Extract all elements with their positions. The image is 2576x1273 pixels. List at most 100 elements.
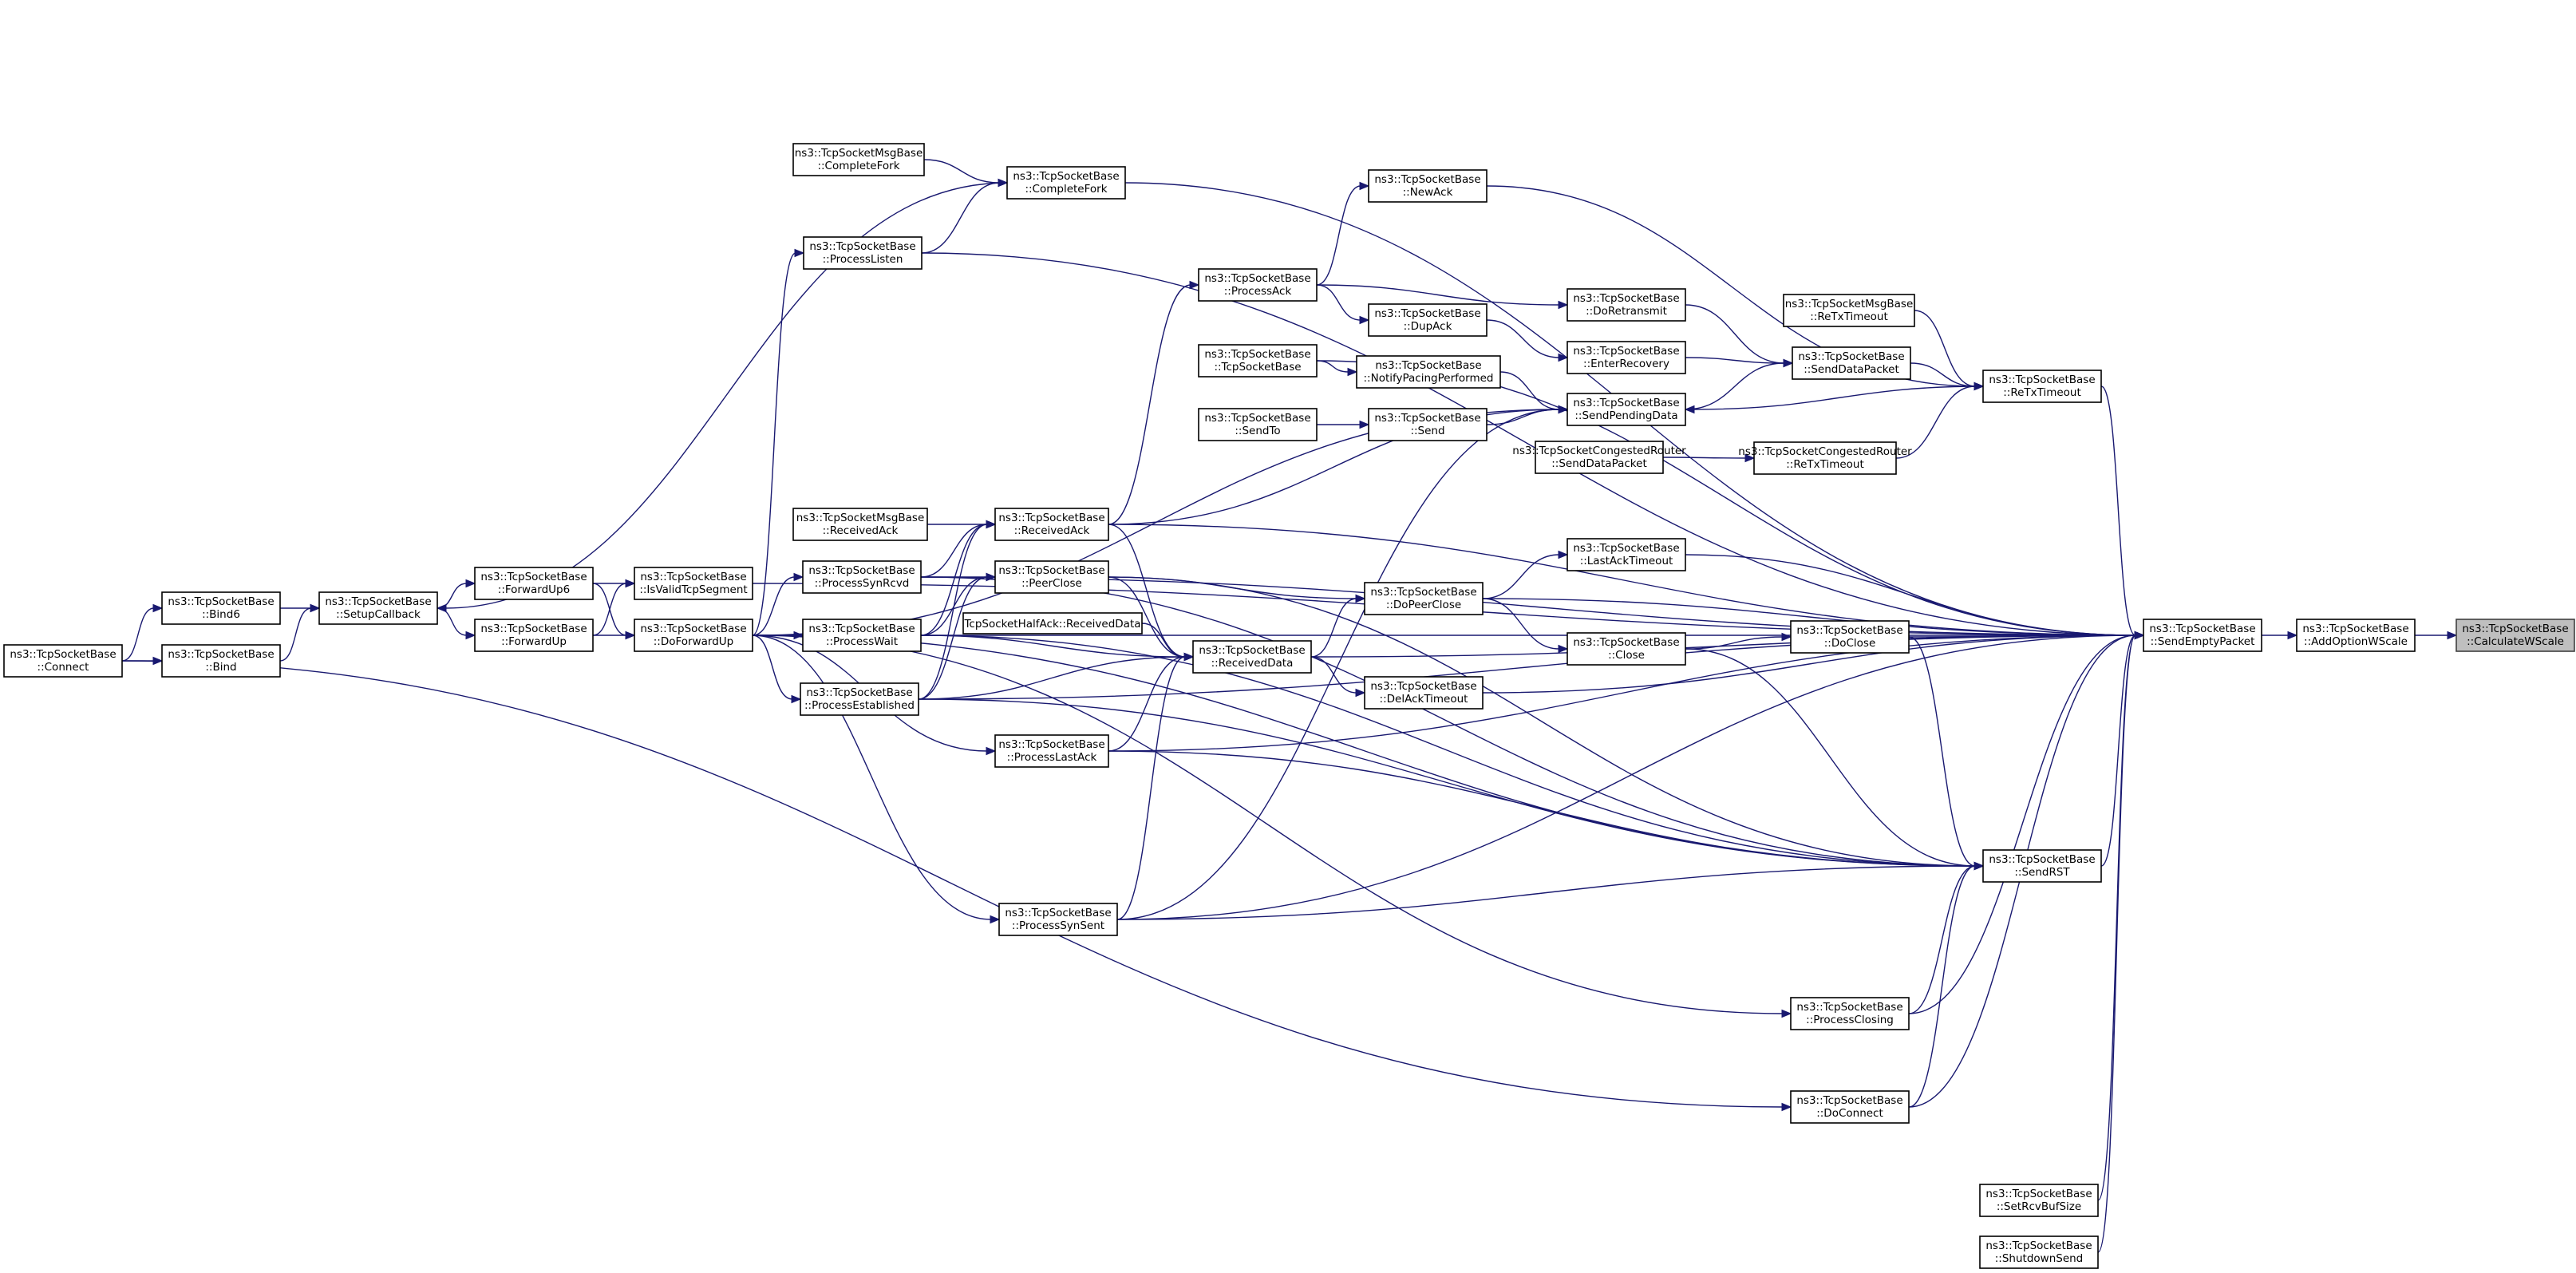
edge-line	[1310, 656, 1357, 694]
node-box	[474, 619, 594, 652]
arrowhead-icon	[986, 746, 997, 756]
node-processestablished[interactable]: ns3::TcpSocketBase::ProcessEstablished	[800, 682, 919, 716]
edge-line	[1108, 524, 1186, 658]
edge-line	[1482, 598, 1560, 650]
node-processsynsent[interactable]: ns3::TcpSocketBase::ProcessSynSent	[998, 903, 1118, 936]
node-fwdup[interactable]: ns3::TcpSocketBase::ForwardUp	[474, 619, 594, 652]
node-method-label: ::ProcessLastAck	[1007, 751, 1097, 764]
node-shutdownsend[interactable]: ns3::TcpSocketBase::ShutdownSend	[1979, 1235, 2099, 1269]
node-processlisten[interactable]: ns3::TcpSocketBase::ProcessListen	[803, 236, 923, 270]
node-delacktimeout[interactable]: ns3::TcpSocketBase::DelAckTimeout	[1364, 676, 1484, 710]
edge-line	[279, 607, 312, 662]
node-sendpending[interactable]: ns3::TcpSocketBase::SendPendingData	[1567, 393, 1686, 426]
node-connect[interactable]: ns3::TcpSocketBase::Connect	[3, 644, 123, 678]
edge-line	[1908, 636, 1976, 867]
edge-line	[918, 524, 988, 700]
edge-fwdup6-to-dofwdup	[592, 583, 636, 640]
node-class-label: ns3::TcpSocketBase	[168, 595, 274, 608]
node-peerclose[interactable]: ns3::TcpSocketBase::PeerClose	[994, 560, 1109, 594]
node-close[interactable]: ns3::TcpSocketBase::Close	[1567, 632, 1686, 666]
node-bind[interactable]: ns3::TcpSocketBase::Bind	[161, 644, 281, 678]
node-crsenddata[interactable]: ns3::TcpSocketCongestedRouter::SendDataP…	[1512, 441, 1686, 474]
node-doconnect[interactable]: ns3::TcpSocketBase::DoConnect	[1790, 1090, 1910, 1124]
node-sendempty[interactable]: ns3::TcpSocketBase::SendEmptyPacket	[2143, 619, 2262, 652]
node-addoptionwscale[interactable]: ns3::TcpSocketBase::AddOptionWScale	[2296, 619, 2416, 652]
edge-fwdup-to-dofwdup	[593, 631, 636, 640]
node-processack[interactable]: ns3::TcpSocketBase::ProcessAck	[1198, 268, 1318, 302]
node-send[interactable]: ns3::TcpSocketBase::Send	[1368, 408, 1488, 441]
node-box	[1790, 620, 1910, 654]
edge-dofwdup-to-processsynsent	[752, 635, 1001, 924]
edge-line	[1108, 284, 1191, 525]
node-sendrst[interactable]: ns3::TcpSocketBase::SendRST	[1982, 849, 2102, 883]
node-processwait[interactable]: ns3::TcpSocketBase::ProcessWait	[802, 619, 922, 652]
edge-line	[920, 635, 1186, 658]
node-processclosing[interactable]: ns3::TcpSocketBase::ProcessClosing	[1790, 997, 1910, 1030]
node-method-label: ::TcpSocketBase	[1214, 361, 1301, 374]
node-box	[994, 734, 1109, 768]
node-method-label: ::CompleteFork	[817, 160, 899, 172]
node-class-label: ns3::TcpSocketCongestedRouter	[1512, 445, 1686, 457]
node-newack[interactable]: ns3::TcpSocketBase::NewAck	[1368, 169, 1488, 203]
node-doclose[interactable]: ns3::TcpSocketBase::DoClose	[1790, 620, 1910, 654]
node-halfack[interactable]: TcpSocketHalfAck::ReceivedData	[962, 612, 1143, 635]
edge-sendempty-to-addoptionwscale	[2262, 631, 2298, 640]
node-method-label: ::Close	[1608, 649, 1645, 662]
node-msgretx[interactable]: ns3::TcpSocketMsgBase::ReTxTimeout	[1783, 294, 1915, 327]
node-dofwdup[interactable]: ns3::TcpSocketBase::DoForwardUp	[634, 619, 753, 652]
node-dupack[interactable]: ns3::TcpSocketBase::DupAck	[1368, 303, 1488, 337]
node-dopeerclose[interactable]: ns3::TcpSocketBase::DoPeerClose	[1364, 582, 1484, 615]
edge-line	[2100, 385, 2136, 636]
edge-line	[1662, 457, 1747, 459]
node-box	[1364, 582, 1484, 615]
node-class-label: ns3::TcpSocketBase	[806, 686, 912, 699]
arrowhead-icon	[2134, 631, 2145, 640]
node-processlastack[interactable]: ns3::TcpSocketBase::ProcessLastAck	[994, 734, 1109, 768]
node-box	[1567, 632, 1686, 666]
node-box	[1535, 441, 1664, 474]
edge-line	[1685, 362, 1785, 410]
node-processsynrcvd[interactable]: ns3::TcpSocketBase::ProcessSynRcvd	[802, 560, 922, 594]
arrowhead-icon	[1558, 353, 1569, 362]
node-msgcompletefork[interactable]: ns3::TcpSocketMsgBase::CompleteFork	[792, 143, 925, 176]
node-method-label: ::ProcessListen	[823, 253, 903, 266]
node-notifypacing[interactable]: ns3::TcpSocketBase::NotifyPacingPerforme…	[1356, 355, 1501, 389]
node-fwdup6[interactable]: ns3::TcpSocketBase::ForwardUp6	[474, 567, 594, 600]
node-completefork[interactable]: ns3::TcpSocketBase::CompleteFork	[1006, 166, 1126, 200]
edge-dofwdup-to-processlisten	[752, 248, 805, 636]
node-setrcvbuf[interactable]: ns3::TcpSocketBase::SetRcvBufSize	[1979, 1184, 2099, 1217]
node-bind6[interactable]: ns3::TcpSocketBase::Bind6	[161, 591, 281, 625]
node-retxtimeout[interactable]: ns3::TcpSocketBase::ReTxTimeout	[1982, 370, 2102, 403]
node-tcpsocketbase[interactable]: ns3::TcpSocketBase::TcpSocketBase	[1198, 344, 1318, 378]
node-sendto[interactable]: ns3::TcpSocketBase::SendTo	[1198, 408, 1318, 441]
arrowhead-icon	[436, 603, 447, 613]
arrowhead-icon	[1558, 300, 1569, 310]
node-msgreceivedack[interactable]: ns3::TcpSocketMsgBase::ReceivedAck	[792, 508, 928, 541]
node-receiveddata[interactable]: ns3::TcpSocketBase::ReceivedData	[1192, 640, 1312, 674]
node-box	[1198, 268, 1318, 302]
node-receivedack[interactable]: ns3::TcpSocketBase::ReceivedAck	[994, 508, 1109, 541]
edge-retxtimeout-to-sendpending	[1684, 385, 1984, 414]
node-enterrecovery[interactable]: ns3::TcpSocketBase::EnterRecovery	[1567, 341, 1686, 374]
edge-processclosing-to-sendempty	[1908, 631, 2145, 1014]
node-method-label: ::Bind6	[202, 608, 240, 621]
edge-line	[1908, 865, 1976, 1014]
node-box	[802, 619, 922, 652]
edge-line	[920, 576, 2136, 636]
node-crretx[interactable]: ns3::TcpSocketCongestedRouter::ReTxTimeo…	[1738, 441, 1912, 475]
edge-notifypacing-to-sendpending	[1499, 371, 1569, 414]
node-lastacktimeout[interactable]: ns3::TcpSocketBase::LastAckTimeout	[1567, 538, 1686, 571]
node-doretransmit[interactable]: ns3::TcpSocketBase::DoRetransmit	[1567, 288, 1686, 322]
node-isvalid[interactable]: ns3::TcpSocketBase::IsValidTcpSegment	[634, 567, 753, 600]
node-class-label: ns3::TcpSocketBase	[2149, 623, 2255, 635]
node-box	[1567, 288, 1686, 322]
node-class-label: ns3::TcpSocketBase	[1204, 272, 1310, 285]
node-class-label: ns3::TcpSocketBase	[1374, 307, 1480, 320]
node-senddatapacket[interactable]: ns3::TcpSocketBase::SendDataPacket	[1792, 346, 1911, 380]
node-setupcb[interactable]: ns3::TcpSocketBase::SetupCallback	[318, 591, 438, 625]
arrowhead-icon	[986, 520, 997, 529]
edge-line	[2097, 635, 2136, 1201]
edge-crsenddata-to-crretx	[1662, 453, 1756, 463]
edge-line	[1141, 623, 1186, 658]
node-box	[1364, 676, 1484, 710]
